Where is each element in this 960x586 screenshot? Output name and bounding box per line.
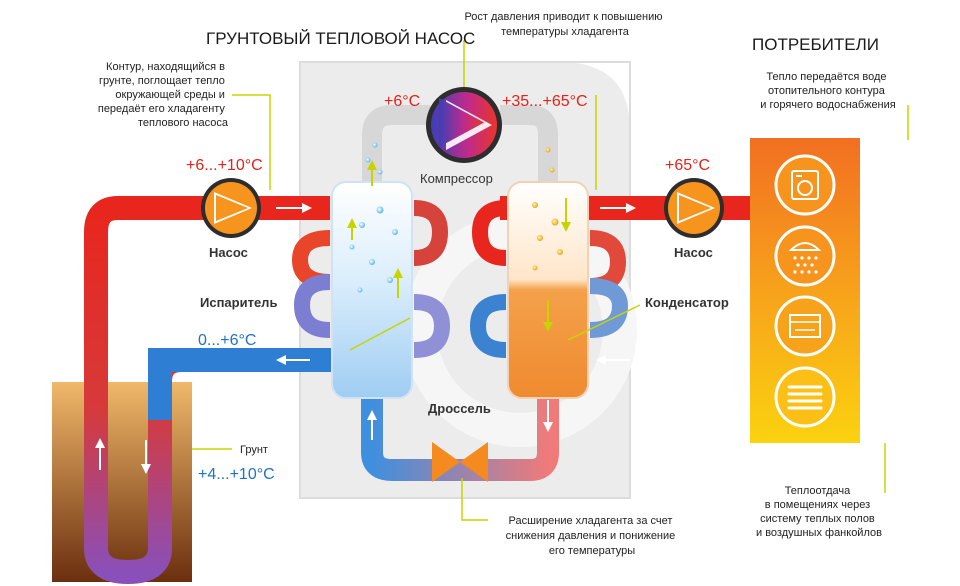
throttle-label: Дроссель [428, 401, 491, 416]
temp-ground: +4...+10°C [198, 466, 275, 483]
pump-right-label: Насос [674, 245, 713, 260]
ground-label: Грунт [240, 444, 268, 456]
ground-loop-note: Контур, находящийся в грунте, поглощает … [98, 61, 229, 129]
compressor [426, 87, 502, 163]
evaporator-label: Испаритель [200, 295, 277, 310]
ground-loop [84, 196, 340, 584]
compressor-label: Компрессор [420, 171, 493, 186]
leader-lines [192, 40, 909, 521]
temp-evap-out: +6°C [384, 93, 420, 110]
washing-machine-icon [774, 154, 836, 216]
expansion-note: Расширение хладагента за счет снижения д… [506, 515, 679, 557]
radiator-icon [774, 366, 836, 428]
heat-output-note: Теплоотдача в помещениях через систему т… [756, 485, 882, 539]
temp-consumer-supply: +65°C [665, 157, 710, 174]
pressure-note: Рост давления приводит к повышению темпе… [464, 11, 665, 38]
condenser-label: Конденсатор [645, 295, 729, 310]
pump-right [664, 178, 724, 238]
pump-left [201, 178, 261, 238]
heat-transfer-note: Тепло передаётся воде отопительного конт… [760, 71, 896, 111]
temp-ground-supply: +6...+10°C [186, 157, 263, 174]
temp-comp-out: +35...+65°C [502, 93, 588, 110]
temp-ground-return: 0...+6°C [198, 332, 256, 349]
shower-icon [774, 225, 836, 287]
refrigerant-circuit [361, 105, 559, 481]
consumers-title: ПОТРЕБИТЕЛИ [752, 35, 879, 54]
oven-icon [774, 295, 836, 357]
throttle-valve [432, 442, 488, 482]
main-title: ГРУНТОВЫЙ ТЕПЛОВОЙ НАСОС [206, 29, 475, 48]
condenser-vessel [469, 147, 629, 399]
evaporator-vessel [291, 142, 451, 399]
pump-left-label: Насос [209, 245, 248, 260]
